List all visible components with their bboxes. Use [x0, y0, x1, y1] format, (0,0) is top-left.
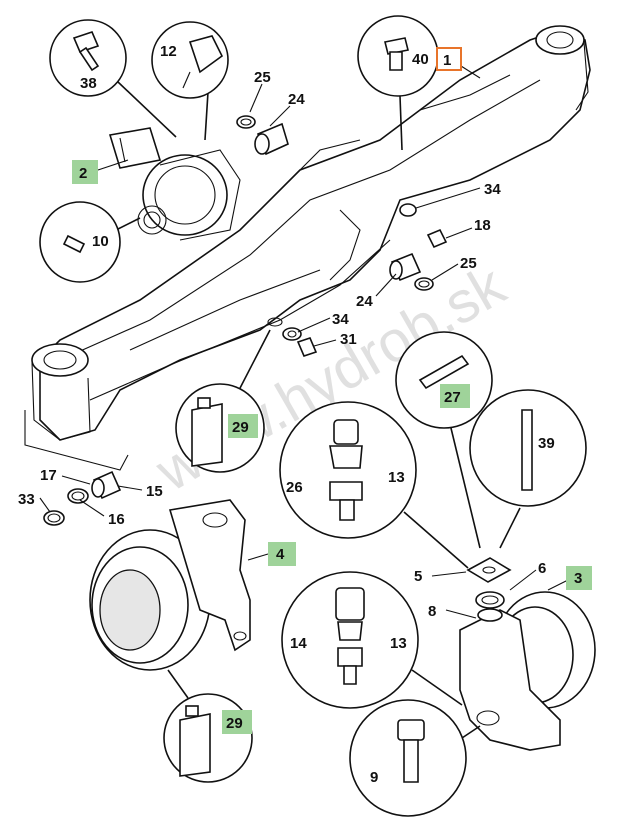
- callout-24-lower: 24: [356, 293, 373, 310]
- callout-25-upper: 25: [254, 69, 271, 86]
- callout-29-top: 29: [232, 419, 249, 436]
- callout-13-lower: 13: [390, 635, 407, 652]
- axle-beam: [24, 25, 591, 471]
- leader-lines: [39, 65, 569, 619]
- callout-38: 38: [80, 75, 97, 92]
- main-part-box: [436, 47, 462, 71]
- detail-circle-14-13: [281, 571, 463, 709]
- detail-circle-40: [357, 15, 439, 151]
- hub-right: [459, 557, 596, 751]
- callout-31: 31: [340, 331, 357, 348]
- callout-40: 40: [412, 51, 429, 68]
- hub-left: [89, 499, 251, 671]
- detail-circle-12: [151, 21, 229, 141]
- callout-17: 17: [40, 467, 57, 484]
- bushing-group-lower-left: [43, 470, 122, 526]
- callout-34-upper: 34: [484, 181, 501, 198]
- callout-labels: 1 2 3 4 5 6 8 9 10 12 13 13 14 15 16 17 …: [18, 43, 582, 786]
- callout-1: 1: [443, 52, 451, 69]
- detail-circle-29-top: [175, 329, 271, 473]
- washer-plug-lower: [282, 327, 318, 357]
- callout-33: 33: [18, 491, 35, 508]
- bushing-right: [389, 252, 434, 291]
- assembly-box-29-bottom: [222, 710, 252, 734]
- detail-circle-10: [39, 201, 141, 283]
- assembly-box-3: [566, 566, 592, 590]
- callout-39: 39: [538, 435, 555, 452]
- callout-4: 4: [276, 546, 285, 563]
- assembly-box-4: [268, 542, 296, 566]
- callout-29-bottom: 29: [226, 715, 243, 732]
- detail-circle-38: [49, 19, 177, 138]
- detail-circle-13-26: [279, 401, 469, 569]
- callout-14: 14: [290, 635, 307, 652]
- assembly-box-2: [72, 160, 98, 184]
- callout-3: 3: [574, 570, 582, 587]
- callout-13-upper: 13: [388, 469, 405, 486]
- bushing-top: [236, 115, 289, 156]
- callout-24-upper: 24: [288, 91, 305, 108]
- callout-10: 10: [92, 233, 109, 250]
- callout-34-lower: 34: [332, 311, 349, 328]
- callout-15: 15: [146, 483, 163, 500]
- detail-circle-39: [469, 389, 587, 549]
- washer-34-right: [399, 203, 417, 217]
- callout-8: 8: [428, 603, 436, 620]
- callout-2: 2: [79, 165, 87, 182]
- callout-9: 9: [370, 769, 378, 786]
- callout-26: 26: [286, 479, 303, 496]
- assembly-box-27: [440, 384, 470, 408]
- callout-5: 5: [414, 568, 422, 585]
- detail-circle-9: [349, 699, 481, 817]
- callout-6: 6: [538, 560, 546, 577]
- plug-18: [426, 228, 448, 249]
- assembly-box-29-top: [228, 414, 258, 438]
- callout-16: 16: [108, 511, 125, 528]
- callout-25-lower: 25: [460, 255, 477, 272]
- callout-27: 27: [444, 389, 461, 406]
- callout-12: 12: [160, 43, 177, 60]
- callout-18: 18: [474, 217, 491, 234]
